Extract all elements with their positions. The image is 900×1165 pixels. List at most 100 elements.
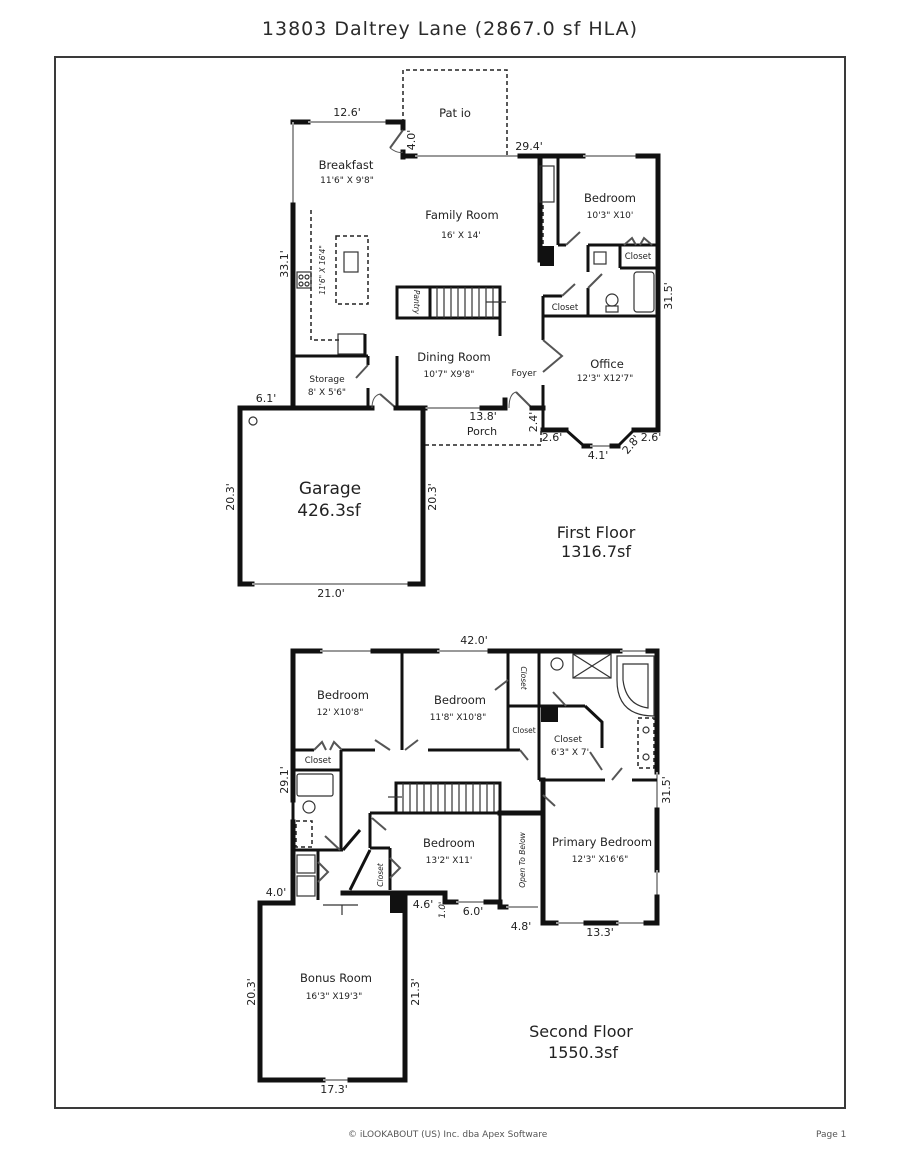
stove-icon <box>296 271 312 289</box>
hall-vanity <box>295 820 313 848</box>
svg-text:6'3" X 7': 6'3" X 7' <box>551 748 589 758</box>
svg-text:10'3" X10': 10'3" X10' <box>587 211 634 221</box>
water-heater-icon <box>248 416 258 426</box>
svg-text:8' X 5'6": 8' X 5'6" <box>308 388 346 398</box>
bedroom-door <box>565 231 581 246</box>
page-title: 13803 Daltrey Lane (2867.0 sf HLA) <box>261 18 639 40</box>
svg-text:Closet: Closet <box>376 862 385 886</box>
label-walkin-closet: Closet <box>554 735 583 745</box>
svg-text:4.0': 4.0' <box>405 130 418 151</box>
svg-text:2.8': 2.8' <box>620 433 643 457</box>
bedroom-2-door <box>404 739 419 751</box>
dryer-icon <box>296 875 316 897</box>
label-family-room: Family Room <box>425 208 498 222</box>
label-open-to-below: Open To Below <box>518 831 527 887</box>
label-dining-room: Dining Room <box>417 350 491 364</box>
label-garage: Garage <box>299 479 361 499</box>
svg-text:12.6': 12.6' <box>333 106 361 119</box>
closet-doors-b3 <box>389 857 402 879</box>
label-patio: Pat io <box>439 106 471 120</box>
svg-text:Closet: Closet <box>519 666 528 690</box>
svg-text:11'6" X 9'8": 11'6" X 9'8" <box>320 176 374 186</box>
chimney-block <box>390 893 405 913</box>
svg-text:21.3': 21.3' <box>409 978 422 1006</box>
svg-text:33.1': 33.1' <box>278 250 291 278</box>
column-block-2f <box>541 706 558 722</box>
front-door <box>515 391 533 409</box>
label-bedroom-2f-1: Bedroom <box>317 688 369 702</box>
svg-text:29.1': 29.1' <box>278 766 291 794</box>
svg-text:13'2" X11': 13'2" X11' <box>426 856 473 866</box>
page-number: Page 1 <box>816 1130 847 1140</box>
label-bedroom-2f-2: Bedroom <box>434 693 486 707</box>
closet-door-b2 <box>494 679 509 691</box>
bathtub-icon <box>633 271 655 313</box>
second-floor-plan: Bedroom 12' X10'8" Bedroom 11'8" X10'8" … <box>245 634 673 1096</box>
sink-icon <box>343 251 359 273</box>
copyright-text: © iLOOKABOUT (US) Inc. dba Apex Software <box>348 1130 548 1140</box>
bath-sink-icon <box>593 251 607 265</box>
refrigerator-icon <box>337 333 365 355</box>
fireplace-icon <box>539 165 555 203</box>
svg-text:12'3" X12'7": 12'3" X12'7" <box>577 374 634 384</box>
label-breakfast: Breakfast <box>319 158 374 172</box>
svg-text:11'6" X 16'4": 11'6" X 16'4" <box>318 245 327 295</box>
svg-text:31.5': 31.5' <box>662 282 675 310</box>
primary-bedroom-door <box>542 794 556 807</box>
bedroom-1-door <box>374 739 391 751</box>
second-floor-label: Second Floor <box>529 1022 633 1041</box>
label-bedroom-1f: Bedroom <box>584 191 636 205</box>
svg-text:6.0': 6.0' <box>463 905 484 918</box>
svg-text:2.4': 2.4' <box>527 412 540 433</box>
svg-text:12' X10'8": 12' X10'8" <box>317 708 364 718</box>
svg-text:10'7" X9'8": 10'7" X9'8" <box>424 370 475 380</box>
svg-text:29.4': 29.4' <box>515 140 543 153</box>
svg-text:426.3sf: 426.3sf <box>297 501 362 521</box>
svg-text:21.0': 21.0' <box>317 587 345 600</box>
page-frame <box>54 56 846 1109</box>
linen-closet-door <box>519 749 529 761</box>
laundry-doors <box>317 861 330 883</box>
svg-text:Closet: Closet <box>512 726 535 735</box>
label-bonus-room: Bonus Room <box>300 971 372 985</box>
storage-exterior-door <box>379 393 397 409</box>
shower-icon <box>572 653 612 679</box>
hall-bathtub-icon <box>296 773 334 797</box>
svg-text:31.5': 31.5' <box>660 776 673 804</box>
toilet-icon <box>550 657 564 671</box>
svg-text:42.0': 42.0' <box>460 634 488 647</box>
label-bedroom-2f-3: Bedroom <box>423 836 475 850</box>
svg-text:4.1': 4.1' <box>588 449 609 462</box>
stairs-second-floor <box>394 781 502 815</box>
primary-bath-door <box>611 767 623 781</box>
porch-outline <box>425 430 542 446</box>
svg-text:20.3': 20.3' <box>426 483 439 511</box>
svg-text:12'3" X16'6": 12'3" X16'6" <box>572 855 629 865</box>
svg-text:4.8': 4.8' <box>511 920 532 933</box>
kitchen-counter <box>310 210 340 341</box>
svg-text:20.3': 20.3' <box>245 978 258 1006</box>
svg-text:Closet: Closet <box>625 252 652 262</box>
svg-text:17.3': 17.3' <box>320 1083 348 1096</box>
svg-text:13.8': 13.8' <box>469 410 497 423</box>
label-office: Office <box>590 357 624 371</box>
first-floor-plan: Pat io Breakfast 11'6" X 9'8" Family Roo… <box>224 69 675 600</box>
label-foyer: Foyer <box>512 369 537 379</box>
bedroom-closet-doors <box>623 236 653 246</box>
first-floor-label: First Floor <box>557 523 636 542</box>
vanity-counter <box>637 717 655 769</box>
bath-door <box>587 273 603 289</box>
svg-text:4.6': 4.6' <box>413 898 434 911</box>
label-primary-bedroom: Primary Bedroom <box>552 835 652 849</box>
walkin-closet-door <box>589 751 603 771</box>
svg-text:16'3" X19'3": 16'3" X19'3" <box>306 992 363 1002</box>
office-french-doors <box>542 339 564 373</box>
svg-text:13.3': 13.3' <box>586 926 614 939</box>
label-porch: Porch <box>467 425 497 438</box>
svg-text:4.0': 4.0' <box>266 886 287 899</box>
second-floor-area: 1550.3sf <box>548 1043 618 1062</box>
column-block <box>540 246 554 266</box>
closet-doors-b1 <box>313 740 343 751</box>
hall-closet-door <box>561 283 576 297</box>
